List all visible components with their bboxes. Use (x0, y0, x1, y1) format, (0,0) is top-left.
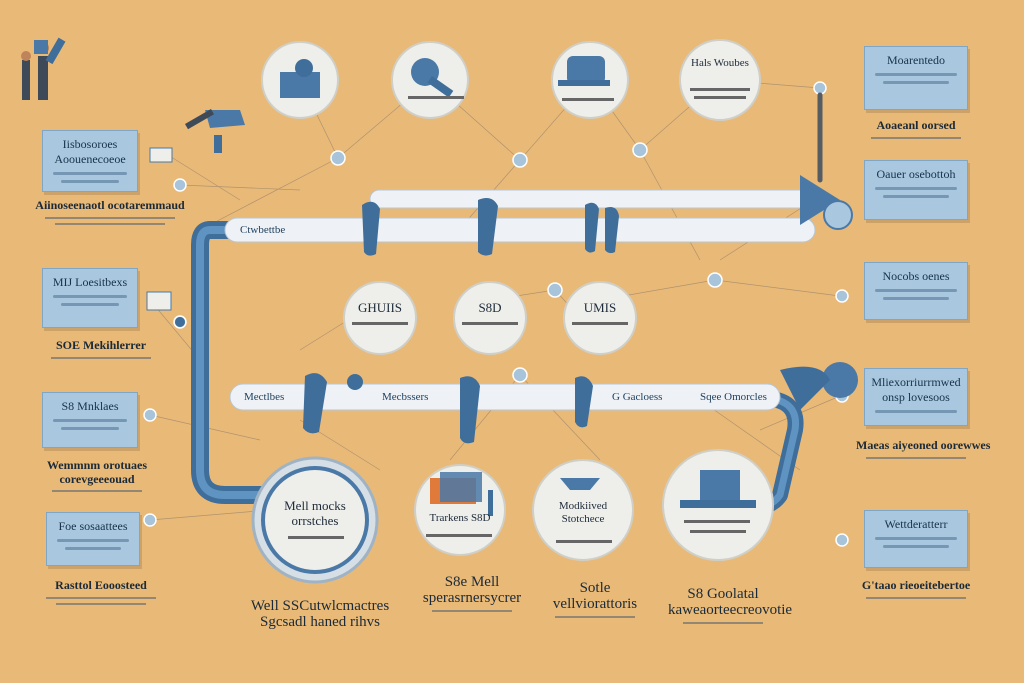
right-caption-1: Aoaeanl oorsed (856, 118, 976, 139)
left-box-4-title: Foe sosaattees (58, 519, 128, 533)
bottom-caption-2-text: S8e Mell sperasrnersycrer (422, 574, 522, 606)
bottom-caption-4: S8 Goolatal kaweaorteecreovotie (668, 586, 792, 624)
mid-node-2 (453, 281, 527, 355)
bottom-caption-1-text: Well SSCutwlcmactres Sgcsadl haned rihvs (250, 598, 390, 630)
bottom-caption-1: Well SSCutwlcmactres Sgcsadl haned rihvs (250, 598, 390, 630)
mid-node-2-label: S8D (478, 300, 502, 315)
mid-node-1 (343, 281, 417, 355)
lower-pipe-label-3: G Gacloess (612, 391, 663, 403)
top-node-4-label: Hals Woubes (691, 57, 749, 69)
bottom-caption-3-text: Sotle vellviorattoris (552, 580, 638, 612)
left-caption-2-text: SOE Mekihlerrer (55, 338, 147, 352)
lower-pipe-label-4: Sqee Omorcles (700, 391, 767, 403)
left-box-4: Foe sosaattees (46, 512, 140, 566)
left-box-1: Iisbosoroes Aoouenecoeoe (42, 130, 138, 192)
lower-pipe-label-2: Mecbssers (382, 391, 429, 403)
right-caption-3: G'taao rieoeitebertoe (856, 578, 976, 599)
left-box-2-title: MIJ Loesitbexs (52, 275, 128, 289)
top-node-4 (679, 39, 761, 121)
right-box-2-title: Oauer osebottoh (876, 167, 956, 181)
right-box-1-title: Moarentedo (887, 53, 945, 67)
tool-illustration (149, 109, 245, 163)
right-box-4: Mliexorriurrmwed onsp lovesoos (864, 368, 968, 426)
bottom-caption-4-text: S8 Goolatal kaweaorteecreovotie (668, 586, 793, 618)
bottom-node-4 (662, 449, 774, 561)
right-box-5: Wettderatterr (864, 510, 968, 568)
bottom-node-2-label: Trarkens S8D (429, 512, 491, 524)
people-illustration (21, 37, 66, 100)
lower-pipe-label-1: Mectlbes (244, 391, 285, 403)
left-caption-4: Rasttol Eooosteed (36, 578, 166, 605)
clipboard-illustration (146, 291, 172, 311)
top-node-1 (261, 41, 339, 119)
top-node-2 (391, 41, 469, 119)
right-caption-1-text: Aoaeanl oorsed (876, 118, 956, 132)
left-caption-2: SOE Mekihlerrer (36, 338, 166, 359)
right-caption-3-text: G'taao rieoeitebertoe (861, 578, 971, 592)
upper-pipe-label: Ctwbettbe (240, 224, 286, 236)
mid-node-3-label: UMIS (583, 300, 617, 315)
right-box-3: Nocobs oenes (864, 262, 968, 320)
right-box-5-title: Wettderatterr (884, 517, 948, 531)
left-box-1-title: Iisbosoroes Aoouenecoeoe (54, 137, 126, 166)
left-caption-3: Wemmnm orotuaes corevgeeeouad (32, 458, 162, 492)
right-caption-2-text: Maeas aiyeoned oorewwes (856, 438, 991, 452)
bottom-node-3-label: Modkiived Stotchece (558, 500, 608, 525)
right-box-4-title: Mliexorriurrmwed onsp lovesoos (871, 375, 961, 404)
right-caption-2: Maeas aiyeoned oorewwes (856, 438, 990, 459)
right-box-3-title: Nocobs oenes (882, 269, 950, 283)
right-box-1: Moarentedo (864, 46, 968, 110)
bottom-node-1-label: Mell mocks orrstches (284, 498, 346, 528)
top-node-3 (551, 41, 629, 119)
connector-dots (143, 81, 849, 547)
left-caption-1-text: Aiinoseenaotl ocotaremmaud (35, 198, 185, 212)
left-caption-3-text: Wemmnm orotuaes corevgeeeouad (46, 458, 148, 486)
right-box-2: Oauer osebottoh (864, 160, 968, 220)
bottom-caption-2: S8e Mell sperasrnersycrer (412, 574, 532, 612)
mid-node-3 (563, 281, 637, 355)
left-box-3-title: S8 Mnklaes (61, 399, 119, 413)
mid-node-1-label: GHUIIS (357, 300, 403, 315)
left-box-2: MIJ Loesitbexs (42, 268, 138, 328)
pipe-valves (175, 198, 619, 444)
left-caption-1: Aiinoseenaotl ocotaremmaud (30, 198, 190, 225)
bottom-caption-3: Sotle vellviorattoris (540, 580, 650, 618)
bottom-node-3 (532, 459, 634, 561)
bottom-node-2 (414, 464, 506, 556)
left-caption-4-text: Rasttol Eooosteed (55, 578, 147, 592)
bottom-node-1 (251, 456, 379, 584)
left-box-3: S8 Mnklaes (42, 392, 138, 448)
